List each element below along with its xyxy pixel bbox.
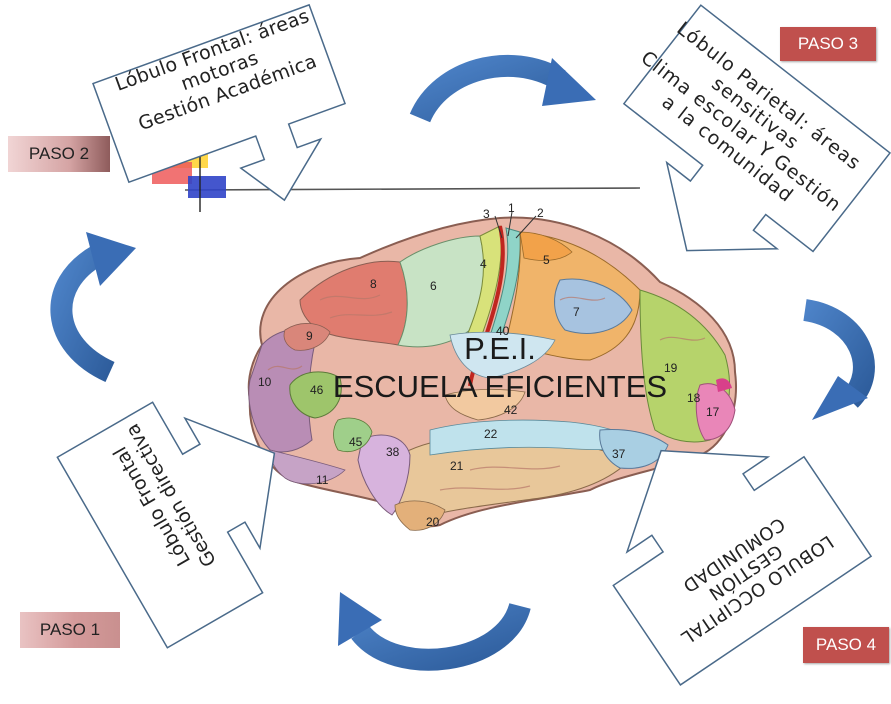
paso-2-label: PASO 2 <box>8 136 110 172</box>
area-number-5: 5 <box>543 253 550 267</box>
area-number-2: 2 <box>537 206 544 220</box>
area-number-4: 4 <box>480 257 487 271</box>
callout-paso-4 <box>612 449 873 686</box>
area-number-1: 1 <box>508 201 515 215</box>
paso-1-label: PASO 1 <box>20 612 120 648</box>
cycle-arrow-left <box>50 232 136 383</box>
callout-paso-3 <box>622 4 891 253</box>
cycle-arrow-right <box>802 299 875 420</box>
area-number-17: 17 <box>706 405 720 419</box>
area-number-21: 21 <box>450 459 464 473</box>
area-number-19: 19 <box>664 361 678 375</box>
area-number-37: 37 <box>612 447 626 461</box>
area-number-10: 10 <box>258 375 272 389</box>
area-number-42: 42 <box>504 403 518 417</box>
area-number-45: 45 <box>349 435 363 449</box>
area-number-18: 18 <box>687 391 701 405</box>
callout-paso-1 <box>56 401 276 649</box>
area-number-9: 9 <box>306 329 313 343</box>
area-number-8: 8 <box>370 277 377 291</box>
title-line-2: ESCUELA EFICIENTES <box>332 368 668 404</box>
paso-4-label: PASO 4 <box>803 627 889 663</box>
callout-paso-2 <box>92 3 346 202</box>
area-number-46: 46 <box>310 383 324 397</box>
cycle-arrows <box>50 54 875 671</box>
cycle-arrow-bottom <box>338 592 531 671</box>
center-title: P.E.I. ESCUELA EFICIENTES <box>330 330 670 406</box>
area-number-40: 40 <box>496 324 510 338</box>
title-line-1: P.E.I. <box>464 331 536 366</box>
area-number-22: 22 <box>484 427 498 441</box>
area-number-7: 7 <box>573 305 580 319</box>
area-number-11: 11 <box>316 473 329 487</box>
cycle-arrow-top <box>409 54 596 123</box>
area-number-38: 38 <box>386 445 400 459</box>
area-number-3: 3 <box>483 207 490 221</box>
area-number-6: 6 <box>430 279 437 293</box>
area-number-20: 20 <box>426 515 440 529</box>
paso-3-label: PASO 3 <box>780 27 876 61</box>
brain-illustration: 3 1 2 4 5 6 7 8 9 10 11 17 18 19 20 21 2… <box>247 201 737 531</box>
